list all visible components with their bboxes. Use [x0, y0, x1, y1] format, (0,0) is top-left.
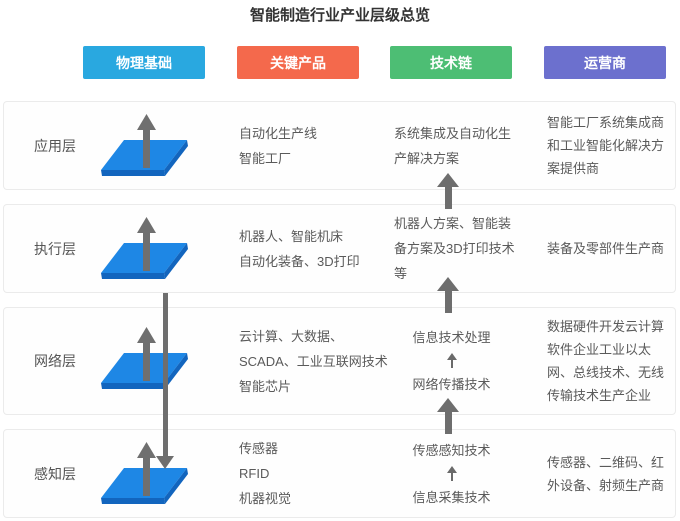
- row-application-layer: 应用层 自动化生产线 智能工厂 系统集成及自动化生 产解决方案 智能工厂系统集成…: [3, 101, 676, 190]
- operators-text: 传感器、二维码、红 外设备、射频生产商: [547, 454, 665, 493]
- mini-up-arrow-icon: [446, 465, 457, 482]
- page-title: 智能制造行业产业层级总览: [249, 7, 430, 24]
- tech-upper-text: 信息技术处理: [412, 330, 491, 345]
- tech-chain-stack: 传感感知技术 信息采集技术: [389, 430, 514, 517]
- key-products-text: 传感器 RFID 机器视觉: [239, 441, 292, 506]
- layer-platform-icon: [101, 217, 188, 279]
- row-execution-layer: 执行层 机器人、智能机床 自动化装备、3D打印 机器人方案、智能装 备方案及3D…: [3, 204, 676, 293]
- layer-label: 执行层: [34, 240, 76, 257]
- operators-text: 装备及零部件生产商: [547, 241, 665, 256]
- key-products-text: 机器人、智能机床 自动化装备、3D打印: [239, 228, 360, 269]
- layer-platform-icon: [101, 114, 188, 176]
- column-header-key-products: 关键产品: [237, 46, 359, 79]
- column-header-label: 运营商: [584, 54, 626, 71]
- layer-label: 感知层: [34, 465, 76, 482]
- column-header-label: 关键产品: [270, 54, 326, 71]
- column-header-label: 物理基础: [116, 54, 172, 71]
- up-arrow-icon: [437, 173, 459, 209]
- operators-text: 智能工厂系统集成商 和工业智能化解决方 案提供商: [547, 115, 665, 176]
- tech-upper-text: 传感感知技术: [412, 442, 491, 458]
- column-header-tech-chain: 技术链: [390, 46, 512, 79]
- key-products-text: 云计算、大数据、 SCADA、工业互联网技术 智能芯片: [239, 328, 388, 394]
- column-header-operators: 运营商: [544, 46, 666, 79]
- tech-lower-text: 信息采集技术: [412, 489, 491, 505]
- down-arrow-icon: [156, 293, 174, 469]
- column-header-physical-basis: 物理基础: [83, 46, 205, 79]
- tech-chain-text: 系统集成及自动化生 产解决方案: [394, 125, 512, 166]
- operators-text: 数据硬件开发云计算 软件企业工业以太 网、总线技术、无线 传输技术生产企业: [547, 319, 665, 403]
- key-products-text: 自动化生产线 智能工厂: [239, 125, 318, 166]
- row-network-layer: 网络层 云计算、大数据、 SCADA、工业互联网技术 智能芯片 信息技术处理 网…: [3, 307, 676, 415]
- up-arrow-icon: [437, 398, 459, 434]
- tech-chain-text: 机器人方案、智能装 备方案及3D打印技术 等: [394, 216, 515, 281]
- layer-label: 网络层: [34, 353, 76, 369]
- mini-up-arrow-icon: [446, 353, 457, 369]
- row-perception-layer: 感知层 传感器 RFID 机器视觉 传感感知技术 信息采集技术 传感器、二维码、…: [3, 429, 676, 518]
- tech-chain-stack: 信息技术处理 网络传播技术: [389, 308, 514, 414]
- layer-label: 应用层: [34, 137, 76, 154]
- tech-lower-text: 网络传播技术: [412, 377, 491, 392]
- layer-platform-icon: [101, 442, 188, 504]
- column-header-label: 技术链: [430, 54, 472, 71]
- layer-platform-icon: [101, 327, 188, 389]
- up-arrow-icon: [437, 277, 459, 313]
